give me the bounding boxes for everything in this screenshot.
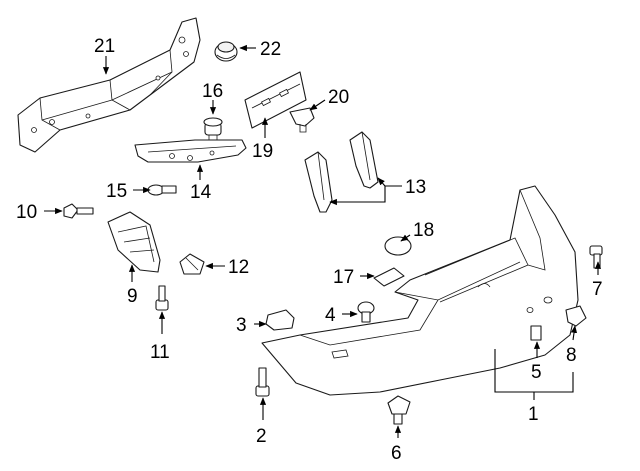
leader-lines xyxy=(44,44,602,438)
part-clip-16[interactable] xyxy=(203,117,223,141)
part-pad-5[interactable] xyxy=(530,325,542,341)
callout-3: 3 xyxy=(236,315,247,336)
callout-2: 2 xyxy=(256,426,267,447)
callout-15: 15 xyxy=(106,181,127,202)
part-retainer-3[interactable] xyxy=(265,309,295,331)
part-push-clip-12[interactable] xyxy=(179,253,205,275)
callout-14: 14 xyxy=(190,182,212,203)
callout-5: 5 xyxy=(531,362,542,383)
callout-10: 10 xyxy=(16,202,37,223)
callout-19: 19 xyxy=(252,141,273,162)
part-bumper-bracket[interactable] xyxy=(134,139,247,163)
callout-17: 17 xyxy=(333,267,354,288)
part-license-plate-bracket[interactable] xyxy=(244,71,307,129)
callout-20: 20 xyxy=(328,87,349,108)
callout-13: 13 xyxy=(405,177,426,198)
part-side-brackets[interactable] xyxy=(304,131,379,213)
part-reinforcement-beam[interactable] xyxy=(17,17,201,153)
part-bolt-10[interactable] xyxy=(63,203,94,219)
part-bolt-11[interactable] xyxy=(155,285,169,311)
callout-4: 4 xyxy=(325,305,336,326)
part-bumper-cover[interactable] xyxy=(261,185,579,396)
part-bolt-2[interactable] xyxy=(255,367,270,397)
part-bolt-7[interactable] xyxy=(589,245,603,269)
callout-22: 22 xyxy=(260,39,281,60)
part-clip-4[interactable] xyxy=(357,301,375,323)
part-label[interactable] xyxy=(373,267,405,287)
callout-6: 6 xyxy=(391,443,402,464)
part-emblem[interactable] xyxy=(384,236,412,256)
callout-21: 21 xyxy=(94,36,115,57)
callout-labels: 21 22 16 19 20 14 15 10 13 12 9 11 18 17… xyxy=(16,36,603,464)
part-clip-6[interactable] xyxy=(387,395,411,425)
part-screw-15[interactable] xyxy=(147,184,177,196)
callout-12: 12 xyxy=(228,257,249,278)
callout-18: 18 xyxy=(413,220,434,241)
part-grommet[interactable] xyxy=(214,41,238,62)
callout-11: 11 xyxy=(150,342,170,363)
part-clip-20[interactable] xyxy=(289,107,315,133)
callout-8: 8 xyxy=(566,345,577,366)
callout-7: 7 xyxy=(592,279,603,300)
callout-1: 1 xyxy=(528,404,539,425)
part-side-bracket-9[interactable] xyxy=(107,211,161,273)
callout-16: 16 xyxy=(202,81,223,102)
part-clip-8[interactable] xyxy=(565,305,587,327)
callout-9: 9 xyxy=(127,286,138,307)
